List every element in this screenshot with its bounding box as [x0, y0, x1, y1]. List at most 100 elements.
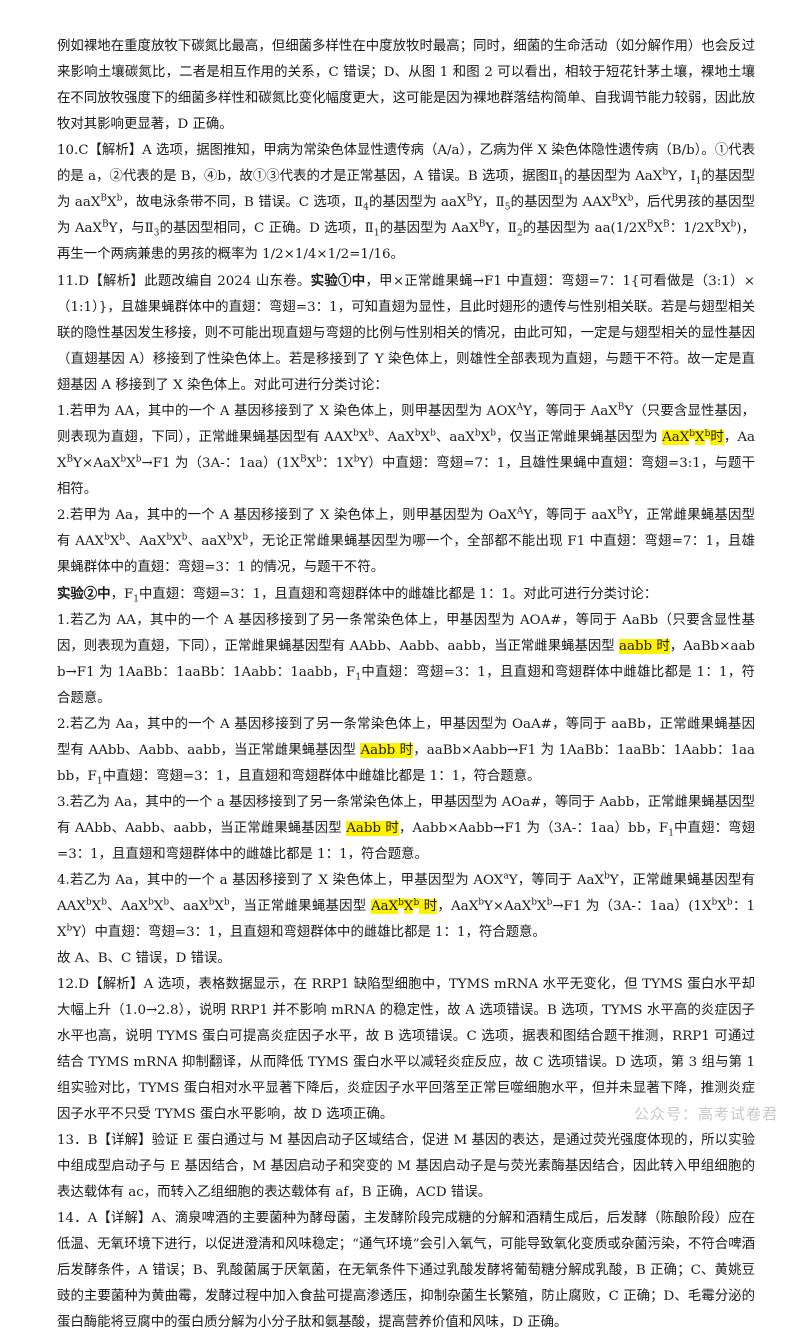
superscript: B [611, 193, 619, 204]
text-run: 3.若乙为 Aa，其中的一个 a 基因移接到了另一条常染色体上，甲基因型为 AO… [57, 795, 755, 836]
text-run: Y，Ⅱ [473, 195, 505, 210]
text-run: Y，与Ⅱ [108, 221, 154, 236]
text-run: )，再生一个两病兼患的男孩的概率为 1/2×1/4×1/2=1/16。 [57, 221, 755, 262]
text-run: X [126, 456, 136, 471]
superscript: b [119, 532, 126, 543]
paragraph-9: 4.若乙为 Aa，其中的一个 a 基因移接到了 X 染色体上，甲基因型为 AOX… [57, 868, 755, 946]
superscript: B [466, 193, 474, 204]
superscript: b [478, 897, 484, 908]
text-run: 中直翅：弯翅=3：1，且直翅和弯翅群体中雌雄比都是 1：1，符合题意。 [102, 769, 541, 784]
text-run: 11.D【解析】此题改编自 2024 山东卷。 [57, 274, 311, 289]
paragraph-4: 2.若甲为 Aa，其中的一个 A 基因移接到了 X 染色体上，则甲基因型为 Oa… [57, 503, 755, 581]
paragraph-3: 1.若甲为 AA，其中的一个 A 基因移接到了 X 染色体上，则甲基因型为 AO… [57, 399, 755, 503]
superscript: b [226, 532, 233, 543]
superscript: B [646, 219, 654, 230]
superscript: B [299, 454, 307, 465]
text-run: X [109, 534, 120, 549]
text-run: Y（只要含显性基因，则表现为直翅，下同），正常雌果蝇基因型有 AAX [57, 404, 755, 445]
text-run: 4.若乙为 Aa，其中的一个 a 基因移接到了 X 染色体上，甲基因型为 AOX [57, 873, 504, 888]
superscript: b [101, 897, 107, 908]
text-run: X [153, 899, 164, 914]
text-run: ，AaX [57, 430, 756, 471]
superscript: B [616, 506, 624, 517]
superscript: b [711, 897, 718, 908]
text-run: Y，正常雌果蝇基因型有 AAX [57, 873, 755, 914]
text-run: X [91, 899, 102, 914]
text-run: X [232, 534, 243, 549]
superscript: b [208, 897, 215, 908]
highlighted-text: 时 [419, 899, 438, 914]
text-run: 、aaX [435, 430, 475, 445]
superscript: b [730, 219, 737, 230]
superscript: b [85, 897, 92, 908]
superscript: b [546, 897, 553, 908]
superscript: b [135, 454, 142, 465]
highlighted-text: AaX [370, 899, 399, 914]
superscript: B [66, 454, 74, 465]
superscript: A [516, 506, 524, 517]
highlighted-text: Aabb 时 [346, 821, 399, 836]
text-run: X [420, 430, 431, 445]
text-run: 12.D【解析】A 选项，表格数据显示，在 RRP1 缺陷型细胞中，TYMS m… [57, 977, 755, 1122]
paragraph-5: 实验②中，F1中直翅：弯翅=3：1，且直翅和弯翅群体中的雌雄比都是 1：1。对此… [57, 581, 755, 608]
text-run: X [107, 195, 117, 210]
highlighted-superscript: b [398, 897, 404, 908]
text-run: Y，正常雌果蝇基因型有 AAX [57, 508, 755, 549]
superscript: b [368, 428, 375, 439]
superscript: B [478, 219, 486, 230]
superscript: b [316, 454, 322, 465]
superscript: b [430, 428, 436, 439]
text-run: 故 A、B、C 错误，D 错误。 [57, 951, 231, 966]
text-run: 、AaX [125, 534, 167, 549]
highlighted-text: X [695, 430, 705, 445]
paragraph-0: 例如裸地在重度放牧下碳氮比最高，但细菌多样性在中度放牧时最高；同时，细菌的生命活… [57, 34, 755, 138]
text-run: 2.若乙为 Aa，其中的一个 A 基因移接到了另一条常染色体上，甲基因型为 Oa… [57, 717, 755, 758]
superscript: A [516, 402, 524, 413]
subscript: 1 [96, 776, 103, 787]
subscript: 1 [668, 828, 674, 839]
paragraph-7: 2.若乙为 Aa，其中的一个 A 基因移接到了另一条常染色体上，甲基因型为 Oa… [57, 712, 755, 790]
paragraph-6: 1.若乙为 AA，其中的一个 A 基因移接到了另一条常染色体上，甲基因型为 AO… [57, 608, 755, 712]
subscript: 4 [363, 202, 369, 213]
text-run: Y×AaX [484, 899, 532, 914]
highlighted-text: AaX [662, 430, 690, 445]
paragraph-8: 3.若乙为 Aa，其中的一个 a 基因移接到了另一条常染色体上，甲基因型为 AO… [57, 790, 755, 868]
text-run: Y，Ⅰ [668, 169, 696, 184]
text-run: →F1 为（3A-：1aa）(1X [552, 899, 712, 914]
text-run: X [480, 430, 491, 445]
superscript: b [353, 454, 360, 465]
text-run: Y×AaX [73, 456, 121, 471]
superscript: b [604, 871, 610, 882]
superscript: a [503, 871, 509, 882]
superscript: b [531, 897, 538, 908]
highlighted-text: 时 [710, 430, 724, 445]
text-run: 、aaX [169, 899, 209, 914]
text-run: Y，等同于 aaX [523, 508, 617, 523]
text-run: 、aaX [187, 534, 227, 549]
paragraph-1: 10.C【解析】A 选项，据图推知，甲病为常染色体显性遗传病（A/a），乙病为伴… [57, 138, 755, 268]
highlighted-superscript: b [704, 428, 711, 439]
subscript: 3 [153, 228, 160, 239]
text-run: 的基因型相同，C 正确。D 选项，Ⅱ [159, 221, 374, 236]
text-run: ，AaBb×aabb→F1 为 1AaBb：1aaBb：1Aabb：1aabb，… [57, 639, 756, 680]
superscript: b [120, 454, 127, 465]
superscript: b [242, 532, 248, 543]
text-run: 、AaX [374, 430, 415, 445]
text-run: ：1X [321, 456, 354, 471]
text-run: 1.若乙为 AA，其中的一个 A 基因移接到了另一条常染色体上，甲基因型为 AO… [57, 613, 755, 654]
superscript: b [181, 532, 188, 543]
text-run: X [306, 456, 317, 471]
superscript: B [714, 219, 721, 230]
paragraph-12: 13．B【详解】验证 E 蛋白通过与 M 基因启动子区域结合，促进 M 基因的表… [57, 1128, 755, 1206]
text-run: Y，等同于 AaX [523, 404, 618, 419]
text-run: Y，等同于 AaX [508, 873, 605, 888]
text-run: 的基因型为 aa(1/2X [522, 221, 647, 236]
superscript: B [617, 402, 625, 413]
highlighted-superscript: b [413, 897, 420, 908]
text-run: X [214, 899, 224, 914]
text-run: X [358, 430, 369, 445]
text-run: 中直翅：弯翅=3：1，且直翅和弯翅群体中雌雄比都是 1：1，符合题意。 [57, 665, 755, 706]
highlighted-superscript: b [689, 428, 696, 439]
paragraph-2: 11.D【解析】此题改编自 2024 山东卷。实验①中，甲×正常雌果蝇→F1 中… [57, 268, 755, 399]
text-run: 的基因型为 aaX [368, 195, 467, 210]
